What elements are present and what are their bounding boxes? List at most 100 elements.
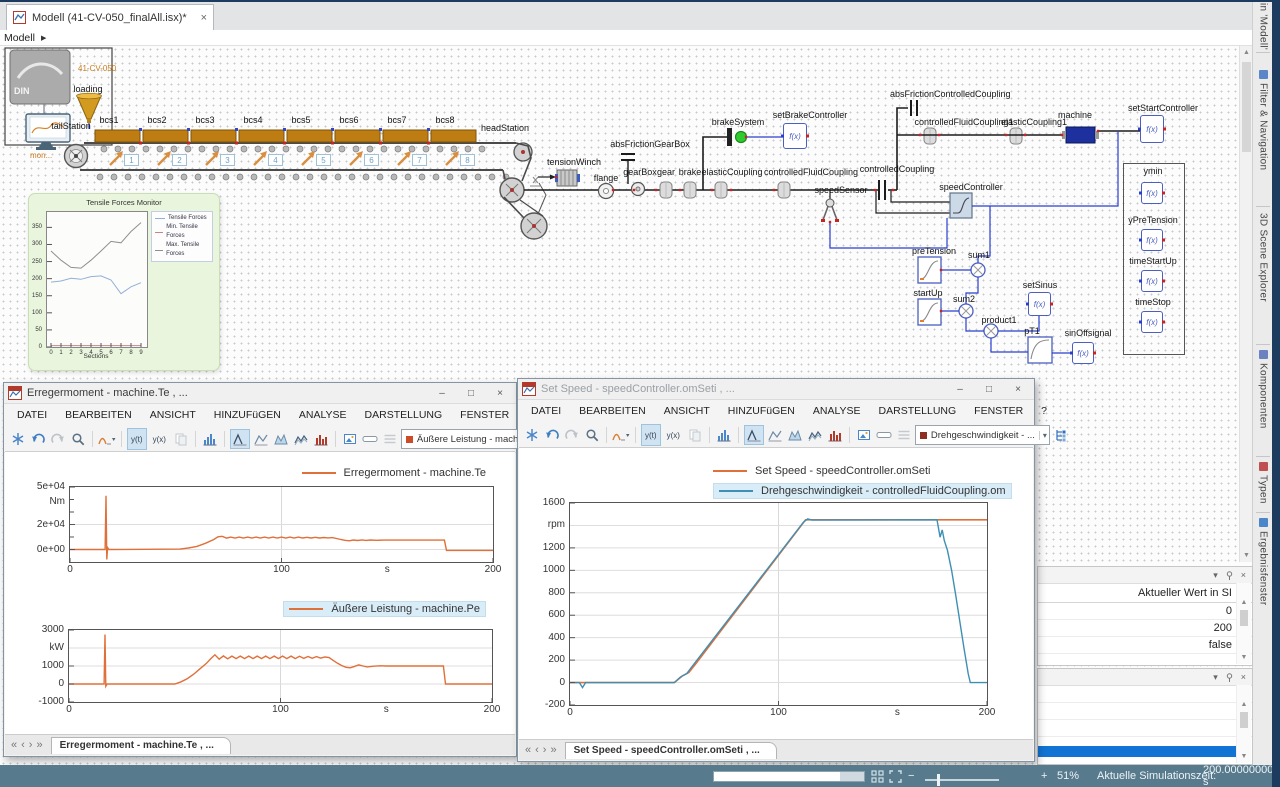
area-plot-icon[interactable] (786, 426, 804, 444)
menu-item-darstellung[interactable]: DARSTELLUNG (870, 405, 966, 417)
set-brake-controller-block[interactable]: f(x) (783, 123, 807, 149)
undo-icon[interactable] (543, 426, 561, 444)
menu-item-ansicht[interactable]: ANSICHT (141, 409, 205, 421)
line-plot-icon[interactable] (230, 429, 250, 449)
freeze-icon[interactable] (9, 430, 27, 448)
fit-view-icon[interactable] (889, 765, 902, 787)
te-plot[interactable]: 5e+04Nm2e+040e+000100s200 (69, 486, 494, 563)
zoom-slider-handle[interactable] (937, 774, 940, 786)
close-button[interactable]: × (1006, 384, 1030, 395)
area-plot-icon[interactable] (272, 430, 290, 448)
menu-item-darstellung[interactable]: DARSTELLUNG (356, 409, 452, 421)
menu-item-bearbeiten[interactable]: BEARBEITEN (56, 409, 141, 421)
empty-row[interactable] (1038, 686, 1252, 703)
zoom-out-button[interactable]: − (908, 765, 914, 787)
value-row[interactable]: 0 (1038, 603, 1252, 620)
maximize-button[interactable]: □ (977, 384, 1001, 395)
scrollbar-thumb[interactable] (1240, 712, 1248, 728)
canvas-vertical-scrollbar[interactable]: ▲ ▼ (1239, 46, 1253, 562)
tensile-forces-monitor-panel[interactable]: Tensile Forces Monitor 05010015020025030… (28, 193, 220, 371)
panel1-scrollbar[interactable]: ▲ ▼ (1236, 583, 1251, 664)
yt-plot-mode-button[interactable]: y(t) (127, 428, 147, 450)
yt-plot-mode-button[interactable]: y(t) (641, 424, 661, 446)
peak-curve-icon[interactable] (98, 430, 116, 448)
speed-plot[interactable]: 1600rpm120010008006004002000-2000100s200 (569, 502, 988, 706)
list-icon[interactable] (895, 426, 913, 444)
list-icon[interactable] (381, 430, 399, 448)
window-titlebar[interactable]: Erregermoment - machine.Te , ... – □ × (4, 383, 516, 404)
ruler-icon[interactable] (361, 430, 379, 448)
empty-row[interactable] (1038, 720, 1252, 737)
ruler-icon[interactable] (875, 426, 893, 444)
undo-icon[interactable] (29, 430, 47, 448)
breadcrumb[interactable]: Modell ▶ (0, 30, 1252, 46)
minimize-button[interactable]: – (948, 384, 972, 395)
legend-pe[interactable]: Äußere Leistung - machine.Pe (283, 601, 486, 617)
freeze-icon[interactable] (523, 426, 541, 444)
pe-plot[interactable]: 3000kW10000-10000100s200 (68, 629, 493, 703)
scrollbar-thumb[interactable] (1240, 610, 1248, 626)
sidebar-tab-typen[interactable]: Typen (1253, 462, 1273, 504)
scroll-down-icon[interactable]: ▼ (1237, 652, 1251, 664)
sidebar-tab-3d-scene-explorer[interactable]: 3D Scene Explorer (1253, 213, 1273, 302)
yx-plot-mode-button[interactable]: y(x) (149, 428, 170, 450)
first-tab-icon[interactable]: « (11, 739, 17, 751)
menu-item-[interactable]: ? (1032, 405, 1056, 417)
histogram-icon[interactable] (715, 426, 733, 444)
selected-row-highlight[interactable] (1038, 746, 1238, 757)
multi-curve-icon[interactable] (806, 426, 824, 444)
minimize-button[interactable]: – (430, 388, 454, 399)
last-tab-icon[interactable]: » (36, 739, 42, 751)
menu-item-datei[interactable]: DATEI (8, 409, 56, 421)
export-image-icon[interactable] (341, 430, 359, 448)
menu-item-hinzufgen[interactable]: HINZUFüGEN (719, 405, 804, 417)
sidebar-tab-e-in-modell-[interactable]: e in 'Modell' (1253, 0, 1273, 50)
output-fx-block[interactable]: f(x) (1141, 182, 1163, 204)
plot-window-set-speed[interactable]: Set Speed - speedController.omSeti , ...… (517, 378, 1035, 762)
maximize-button[interactable]: □ (459, 388, 483, 399)
close-tab-icon[interactable]: × (201, 12, 207, 24)
prev-tab-icon[interactable]: ‹ (535, 744, 539, 756)
output-fx-block[interactable]: f(x) (1141, 270, 1163, 292)
menu-item-fenster[interactable]: FENSTER (965, 405, 1032, 417)
prev-tab-icon[interactable]: ‹ (21, 739, 25, 751)
plot-sheet-tab[interactable]: Set Speed - speedController.omSeti , ... (565, 742, 777, 759)
multi-curve-icon[interactable] (292, 430, 310, 448)
sidebar-tab-filter-navigation[interactable]: Filter & Navigation (1253, 70, 1273, 170)
value-column-header[interactable]: Aktueller Wert in SI (1038, 584, 1252, 603)
zoom-slider[interactable] (925, 779, 999, 781)
line-plot2-icon[interactable] (252, 430, 270, 448)
copy-icon[interactable] (686, 426, 704, 444)
zoom-in-button[interactable]: + (1041, 765, 1047, 787)
breadcrumb-model[interactable]: Modell (4, 32, 35, 44)
pin-icon[interactable] (1225, 673, 1234, 682)
output-fx-block[interactable]: f(x) (1141, 229, 1163, 251)
sin-offsignal-block[interactable]: f(x) (1072, 342, 1094, 364)
empty-row[interactable] (1038, 703, 1252, 720)
window-titlebar[interactable]: Set Speed - speedController.omSeti , ...… (518, 379, 1034, 400)
next-tab-icon[interactable]: › (543, 744, 547, 756)
close-button[interactable]: × (488, 388, 512, 399)
menu-item-hinzufgen[interactable]: HINZUFüGEN (205, 409, 290, 421)
sidebar-tab-komponenten[interactable]: Komponenten (1253, 350, 1273, 429)
combo-caret-icon[interactable]: ▾ (1039, 431, 1047, 440)
panel-caret-icon[interactable]: ▾ (1213, 672, 1218, 683)
menu-item-bearbeiten[interactable]: BEARBEITEN (570, 405, 655, 417)
zoom-icon[interactable] (69, 430, 87, 448)
pin-icon[interactable] (1225, 571, 1234, 580)
legend-speed-actual[interactable]: Drehgeschwindigkeit - controlledFluidCou… (713, 483, 1012, 499)
panel-close-icon[interactable]: × (1241, 570, 1246, 580)
line-plot2-icon[interactable] (766, 426, 784, 444)
panel-caret-icon[interactable]: ▾ (1213, 570, 1218, 581)
histogram-icon[interactable] (201, 430, 219, 448)
red-bars-icon[interactable] (312, 430, 330, 448)
legend-te[interactable]: Erregermoment - machine.Te (302, 467, 486, 479)
scroll-down-icon[interactable]: ▼ (1237, 751, 1251, 763)
yx-plot-mode-button[interactable]: y(x) (663, 424, 684, 446)
plot-window-erregermoment[interactable]: Erregermoment - machine.Te , ... – □ × D… (3, 382, 517, 757)
last-tab-icon[interactable]: » (550, 744, 556, 756)
plot-sheet-tab[interactable]: Erregermoment - machine.Te , ... (51, 737, 231, 754)
sidebar-tab-ergebnisfenster[interactable]: Ergebnisfenster (1253, 518, 1273, 606)
scroll-up-icon[interactable]: ▲ (1237, 699, 1251, 711)
copy-icon[interactable] (172, 430, 190, 448)
